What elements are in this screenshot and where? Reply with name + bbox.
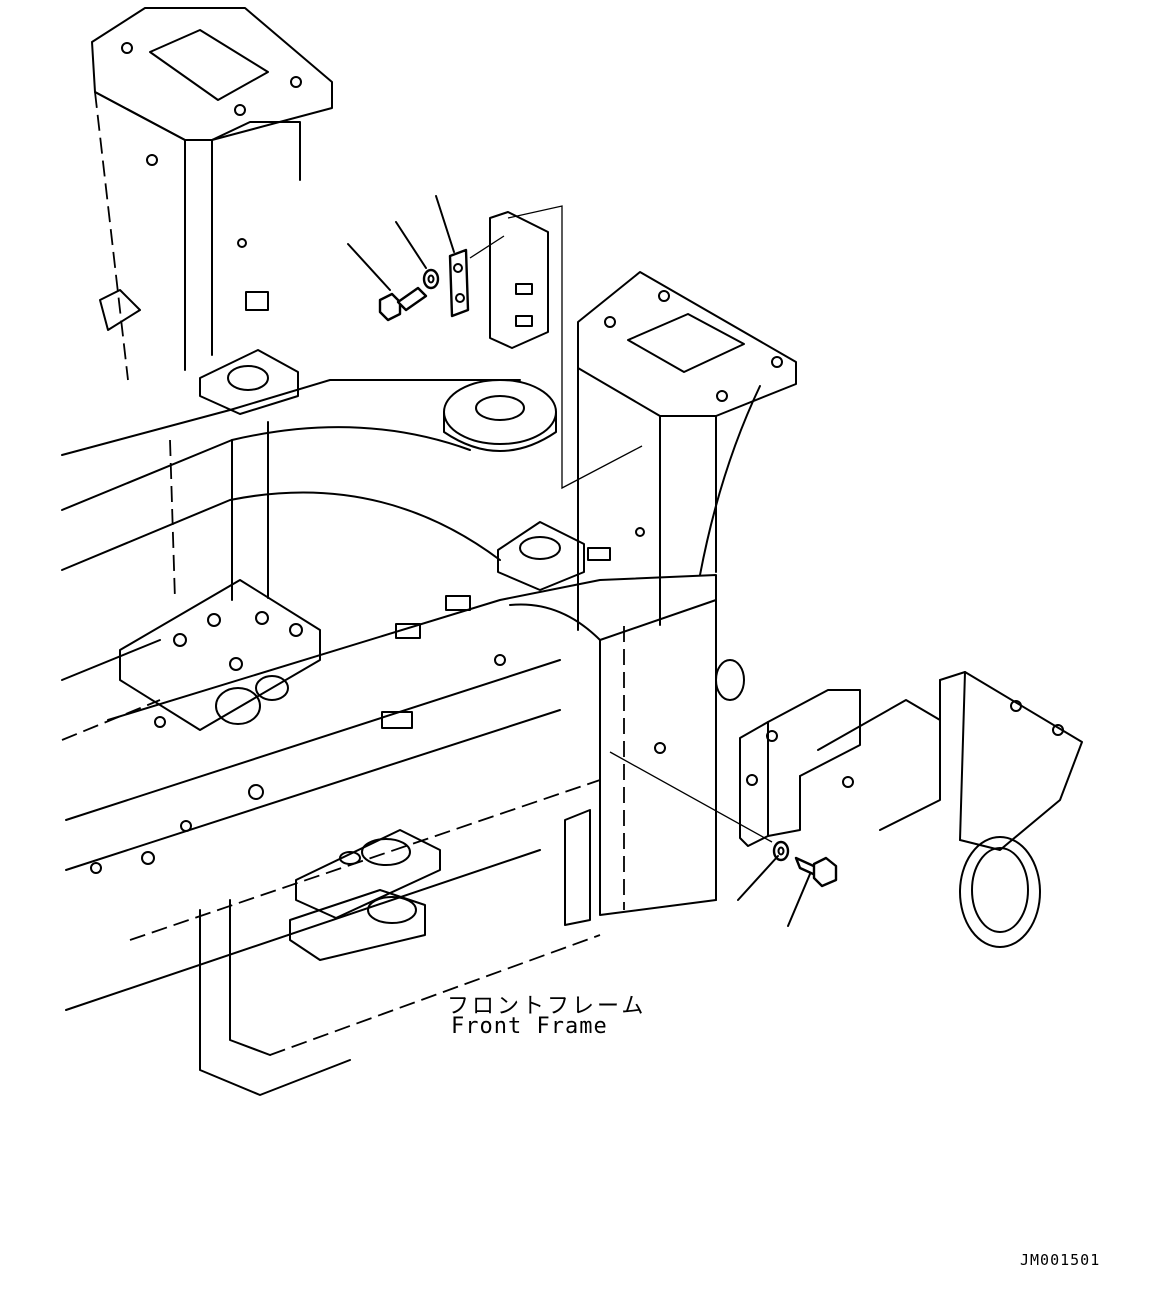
upper-leader-lines (347, 195, 643, 490)
upper-bolt (378, 286, 428, 322)
frame-lugs (90, 547, 666, 874)
lower-leader-lines (609, 751, 811, 927)
part-label-japanese: フロントフレーム (447, 994, 647, 1019)
round-mounting-pad (443, 379, 557, 452)
center-mount-block (119, 579, 321, 731)
tow-hitch-bracket (739, 671, 1083, 948)
upper-plate (448, 248, 470, 318)
upper-washer (422, 268, 440, 290)
drawing-number: JM001501 (1020, 1251, 1101, 1269)
frame-side-bracket (564, 659, 745, 926)
left-tower-base-plate (199, 349, 299, 415)
upper-mount-bracket (489, 211, 549, 349)
left-tower (91, 7, 333, 381)
part-label-english: Front Frame (451, 1014, 608, 1039)
lower-bolt (794, 856, 838, 888)
right-tower (577, 271, 797, 631)
right-tower-base-plate (497, 521, 585, 591)
lower-hinge-bosses (289, 829, 441, 961)
